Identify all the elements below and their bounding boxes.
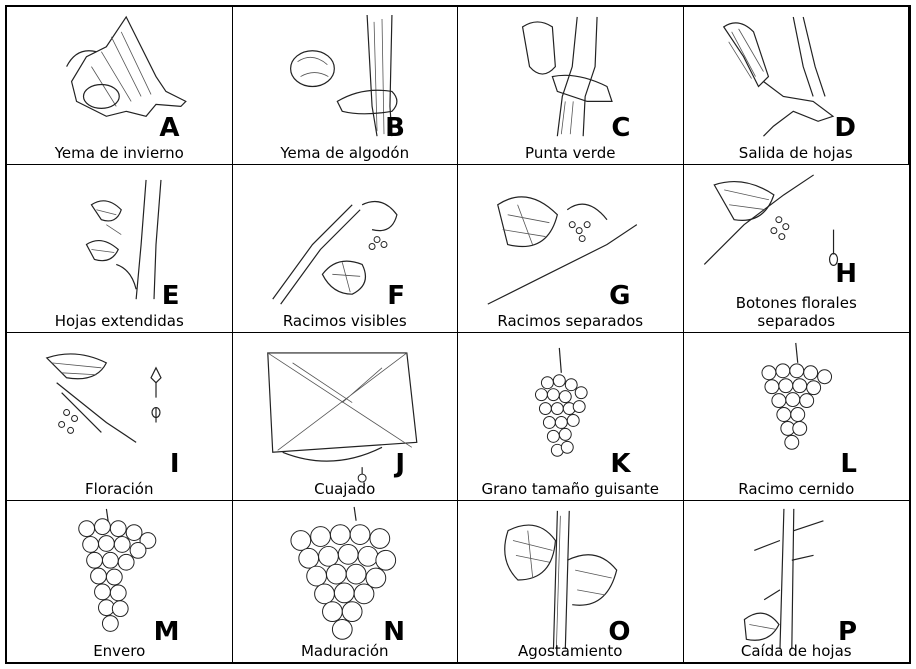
stage-cell-g: G Racimos separados [458,165,684,333]
stage-cell-k: K Grano tamaño guisante [458,333,684,501]
stage-letter: I [170,451,180,477]
stage-letter: K [610,451,630,477]
stage-cell-o: O Agostamiento [458,501,684,662]
stage-cell-m: M Envero [7,501,233,662]
flowering-icon [7,333,232,500]
stage-letter: B [385,115,405,141]
stage-letter: E [162,283,180,309]
stage-letter: J [395,451,405,477]
stage-letter: A [159,115,179,141]
stage-cell-d: D Salida de hojas [684,7,910,165]
leaf-emergence-icon [684,7,909,164]
stage-cell-f: F Racimos visibles [233,165,459,333]
stage-caption: Grano tamaño guisante [458,480,683,498]
stage-letter: C [611,115,630,141]
stage-caption: Punta verde [458,144,683,162]
veraison-icon [7,501,232,662]
stage-cell-n: N Maduración [233,501,459,662]
stage-cell-e: E Hojas extendidas [7,165,233,333]
stage-letter: H [835,261,857,287]
stage-letter: G [609,283,630,309]
stage-caption: Racimos separados [458,312,683,330]
stage-letter: D [834,115,856,141]
stage-caption: Cuajado [233,480,458,498]
stage-letter: F [387,283,405,309]
pea-size-berry-icon [458,333,683,500]
stage-caption: Caída de hojas [684,642,910,660]
fruit-set-icon [233,333,458,500]
stage-caption: Maduración [233,642,458,660]
stage-caption: Racimo cernido [684,480,910,498]
phenology-stages-grid: A Yema de invierno B Yema de algodón C P… [5,5,911,664]
spread-leaves-icon [7,165,232,332]
cotton-bud-icon [233,7,458,164]
green-tip-icon [458,7,683,164]
stage-cell-c: C Punta verde [458,7,684,165]
bunch-closure-icon [684,333,910,500]
stage-cell-p: P Caída de hojas [684,501,910,662]
stage-caption: Salida de hojas [684,144,909,162]
separated-clusters-icon [458,165,683,332]
stage-cell-b: B Yema de algodón [233,7,459,165]
ripening-icon [233,501,458,662]
stage-caption: Yema de algodón [233,144,458,162]
stage-caption: Hojas extendidas [7,312,232,330]
stage-caption: Envero [7,642,232,660]
stage-cell-a: A Yema de invierno [7,7,233,165]
visible-clusters-icon [233,165,458,332]
stage-cell-i: I Floración [7,333,233,501]
leaf-fall-icon [684,501,910,662]
stage-cell-l: L Racimo cernido [684,333,910,501]
stage-cell-j: J Cuajado [233,333,459,501]
stage-caption: Floración [7,480,232,498]
stage-caption: Botones florales separados [684,294,910,330]
winter-bud-icon [7,7,232,164]
stage-caption: Yema de invierno [7,144,232,162]
cane-ripening-icon [458,501,683,662]
stage-caption: Agostamiento [458,642,683,660]
stage-caption: Racimos visibles [233,312,458,330]
stage-cell-h: H Botones florales separados [684,165,910,333]
stage-letter: L [840,451,857,477]
